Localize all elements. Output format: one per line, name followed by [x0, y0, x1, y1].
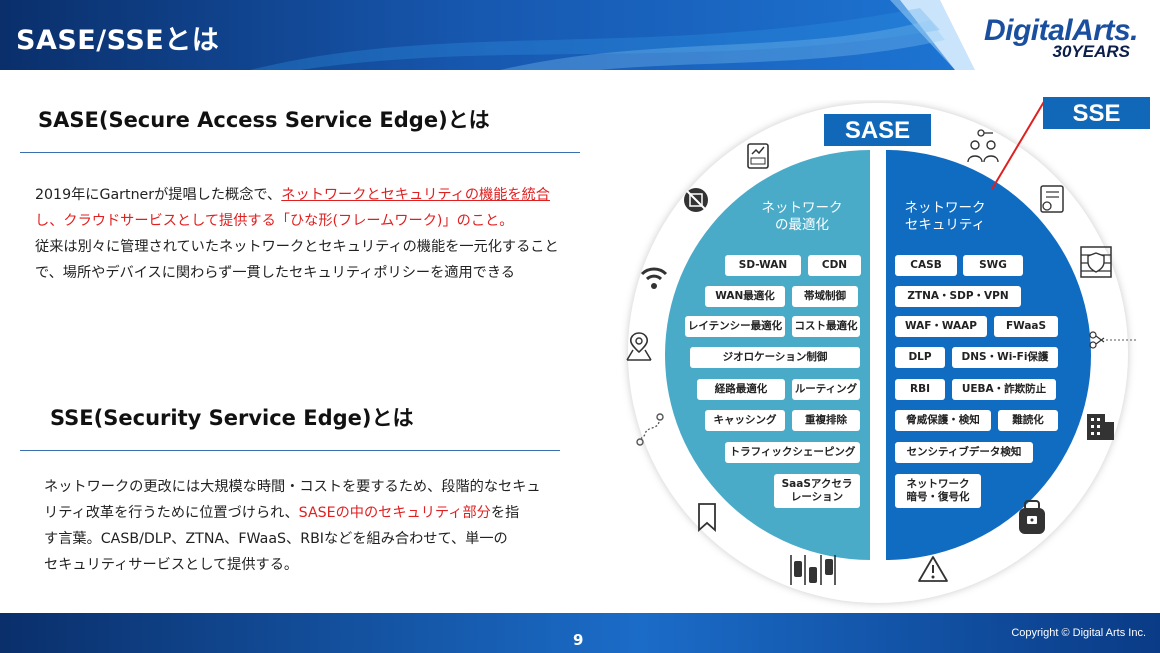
warning-icon — [918, 556, 948, 582]
no-device-icon — [684, 188, 708, 212]
cost-icon — [747, 143, 769, 169]
company-logo: DigitalArts. 30YEARS — [983, 14, 1139, 62]
security-item: SWG — [963, 255, 1023, 276]
network-item: 帯域制御 — [792, 286, 858, 307]
sase-highlight-2: し、クラウドサービスとして提供する「ひな形(フレームワーク)」のこと。 — [35, 213, 514, 229]
security-item: センシティブデータ検知 — [895, 442, 1033, 463]
sse-divider — [20, 450, 560, 451]
sse-text-1: ネットワークの更改には大規模な時間・コストを要するため、段階的なセキュ — [44, 479, 541, 495]
network-item-saas: SaaSアクセラ レーション — [774, 474, 860, 508]
sse-text-2b: を指 — [490, 505, 520, 521]
sase-heading: SASE(Secure Access Service Edge)とは — [38, 108, 490, 132]
page-number: 9 — [573, 631, 584, 649]
sase-description: 2019年にGartnerが提唱した概念で、ネットワークとセキュリティの機能を統… — [35, 182, 595, 286]
map-pin-icon — [626, 332, 652, 361]
sse-pointer-line — [991, 100, 1046, 190]
parking-icon — [790, 555, 836, 585]
sase-text-1: 2019年にGartnerが提唱した概念で、 — [35, 187, 282, 203]
certificate-icon — [1040, 185, 1064, 213]
network-item: CDN — [808, 255, 861, 276]
network-item: トラフィックシェーピング — [725, 442, 860, 463]
sase-badge: SASE — [824, 114, 931, 146]
network-item: ジオロケーション制御 — [690, 347, 860, 368]
users-key-icon — [967, 129, 999, 163]
sase-text-4: で、場所やデバイスに関わらず一貫したセキュリティポリシーを適用できる — [35, 265, 515, 281]
sse-heading: SSE(Security Service Edge)とは — [50, 406, 414, 430]
copyright-text: Copyright © Digital Arts Inc. — [1011, 627, 1146, 639]
security-item: CASB — [895, 255, 957, 276]
saas-line1: SaaSアクセラ — [781, 478, 853, 490]
robot-lock-icon — [1019, 500, 1045, 534]
security-item: FWaaS — [994, 316, 1058, 337]
footer-bar — [0, 613, 1160, 653]
sse-highlight: SASEの中のセキュリティ部分 — [298, 505, 491, 521]
saas-line2: レーション — [790, 491, 844, 503]
network-item: WAN最適化 — [705, 286, 785, 307]
security-item: 難読化 — [998, 410, 1058, 431]
security-title-line1: ネットワーク — [904, 200, 986, 216]
security-item: DNS・Wi-Fi保護 — [952, 347, 1058, 368]
firewall-icon — [1080, 246, 1112, 278]
encryption-line2: 暗号・復号化 — [906, 491, 970, 503]
network-item: キャッシング — [705, 410, 785, 431]
security-item: ZTNA・SDP・VPN — [895, 286, 1021, 307]
building-icon — [1087, 414, 1114, 440]
security-item: RBI — [895, 379, 945, 400]
encryption-line1: ネットワーク — [906, 478, 970, 490]
logo-anniversary: 30YEARS — [1052, 42, 1130, 61]
logo-text: DigitalArts. — [983, 14, 1139, 47]
scissors-icon — [1089, 331, 1136, 349]
network-item: 重複排除 — [792, 410, 860, 431]
network-item: レイテンシー最適化 — [685, 316, 785, 337]
header-background — [0, 0, 975, 70]
security-title: ネットワーク セキュリティ — [890, 200, 1000, 234]
network-item: SD-WAN — [725, 255, 801, 276]
sase-text-3: 従来は別々に管理されていたネットワークとセキュリティの機能を一元化すること — [35, 239, 559, 255]
network-item: ルーティング — [792, 379, 860, 400]
network-item: コスト最適化 — [792, 316, 860, 337]
bookmark-icon — [698, 503, 716, 532]
sse-badge: SSE — [1043, 97, 1150, 129]
page-title: SASE/SSEとは — [16, 25, 220, 56]
security-item: UEBA・詐欺防止 — [952, 379, 1056, 400]
sse-description: ネットワークの更改には大規模な時間・コストを要するため、段階的なセキュ リティ改… — [44, 474, 564, 578]
network-title-line2: の最適化 — [775, 217, 829, 233]
sse-text-2a: リティ改革を行うために位置づけられ、 — [44, 505, 299, 521]
sase-highlight-1: ネットワークとセキュリティの機能を統合 — [281, 187, 550, 203]
header-bar: SASE/SSEとは DigitalArts. 30YEARS — [0, 0, 1160, 70]
sse-text-3: す言葉。CASB/DLP、ZTNA、FWaaS、RBIなどを組み合わせて、単一の — [44, 531, 508, 547]
route-icon — [636, 413, 664, 446]
network-title: ネットワーク の最適化 — [752, 200, 852, 234]
security-item: DLP — [895, 347, 945, 368]
security-item-encryption: ネットワーク 暗号・復号化 — [895, 474, 981, 508]
security-title-line2: セキュリティ — [904, 217, 986, 233]
network-item: 経路最適化 — [697, 379, 785, 400]
wifi-icon — [640, 267, 668, 289]
security-item: WAF・WAAP — [895, 316, 987, 337]
sse-text-4: セキュリティサービスとして提供する。 — [44, 557, 299, 573]
sase-divider — [20, 152, 580, 153]
security-item: 脅威保護・検知 — [895, 410, 991, 431]
network-title-line1: ネットワーク — [761, 200, 843, 216]
